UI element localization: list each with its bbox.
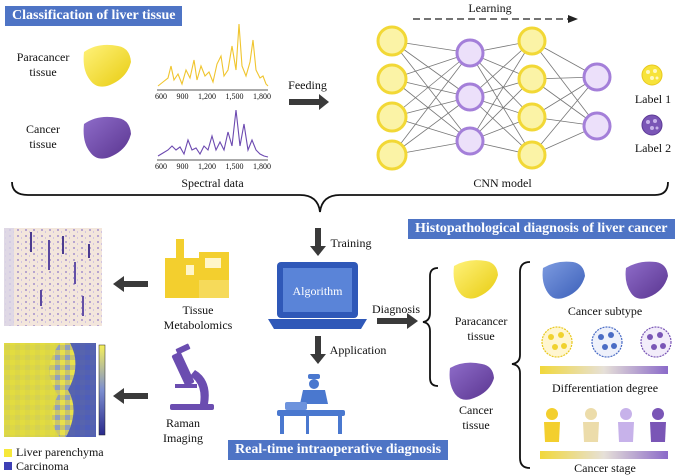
histopathological-title: Histopathological diagnosis of liver can… [408,219,675,239]
laptop-icon [268,262,367,329]
cnn-layer-input [376,25,408,171]
label-1-icon [641,64,663,86]
metabolomics-heatmap [4,228,102,326]
label-2-text: Label 2 [634,141,672,155]
cancer-liver-right [449,362,494,400]
differentiation-label: Differentiation degree [551,381,659,395]
learning-label: Learning [468,1,512,15]
cnn-layer-hidden-2 [517,26,547,170]
cnn-layer-output [582,62,612,141]
stage-person-4 [650,408,666,442]
classification-title: Classification of liver tissue [5,6,183,26]
differentiation-cluster-1 [541,326,573,358]
cnn-caption: CNN model [473,176,532,190]
spectral-data-caption: Spectral data [181,176,244,190]
raman-arrow [113,388,148,404]
learning-arrow [413,15,578,23]
stage-gradient-bar [540,451,668,459]
paracancer-liver-right [453,260,498,299]
metabolomics-instrument-icon [165,239,229,298]
algorithm-label: Algorithm [292,284,343,298]
detail-brace [511,261,531,469]
top-brace [11,181,669,213]
label-1-text: Label 1 [634,92,672,106]
cnn-layer-hidden-1 [455,38,485,156]
surgery-icon [277,374,345,434]
cancer-spectrum [157,109,269,161]
differentiation-cluster-2 [591,326,623,358]
stage-person-1 [544,408,560,442]
subtype-liver-purple [625,261,668,299]
stage-person-2 [583,408,599,442]
subtype-liver-blue [542,261,585,299]
legend-carcinoma-swatch [4,462,12,470]
differentiation-cluster-3 [640,326,672,358]
paracancer-liver-top [83,44,131,87]
stage-person-3 [618,408,634,442]
legend-carcinoma-text: Carcinoma [16,459,69,473]
metabolomics-arrow [113,276,148,292]
subtype-label: Cancer subtype [567,304,643,318]
cancer-liver-top [83,116,131,159]
application-arrow [310,336,326,364]
training-arrow [310,228,326,256]
diagnosis-label: Diagnosis [372,302,420,316]
feeding-arrow [289,94,329,110]
diagnosis-arrow [377,313,418,329]
legend-parenchyma-swatch [4,449,12,457]
diagnosis-brace [422,267,439,387]
realtime-title: Real-time intraoperative diagnosis [228,440,449,460]
feeding-label: Feeding [288,78,327,92]
differentiation-gradient-bar [540,366,668,374]
cnn-edges [391,40,598,156]
raman-colorbar [98,344,106,436]
stage-label: Cancer stage [574,461,636,475]
paracancer-spectrum [157,23,269,91]
raman-image [4,343,96,437]
label-2-icon [641,114,663,136]
training-label: Training [330,236,372,250]
legend-parenchyma-text: Liver parenchyma [16,445,104,459]
microscope-icon [170,343,214,410]
application-label: Application [329,343,387,357]
